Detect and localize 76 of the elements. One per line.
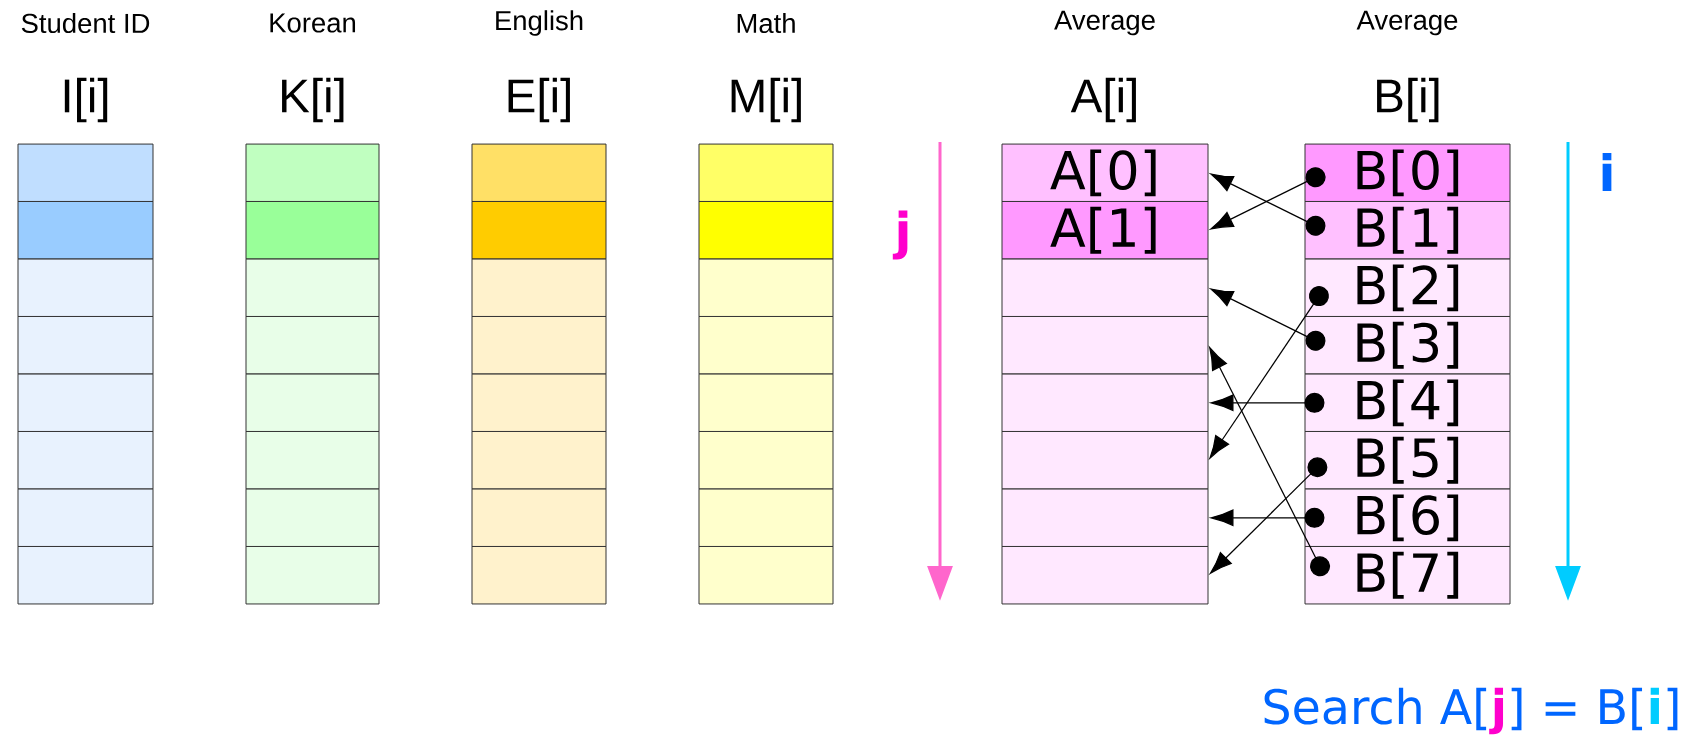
table-cell xyxy=(698,258,834,318)
table-cell: B[6] xyxy=(1304,488,1511,548)
column-symbol: I[i] xyxy=(64,77,108,123)
table-cell xyxy=(17,315,154,375)
table-cell xyxy=(17,200,154,260)
table-cell: A[1] xyxy=(1001,200,1209,260)
table-cell xyxy=(698,200,834,260)
table-cell xyxy=(245,258,380,318)
axis-label: j xyxy=(892,210,908,260)
arrow xyxy=(1210,167,1326,230)
column-symbol: B[i] xyxy=(1377,77,1439,123)
table-cell xyxy=(245,488,380,548)
table-cell xyxy=(17,373,154,433)
column-heading: Math xyxy=(737,12,795,34)
column-symbol: K[i] xyxy=(282,77,344,123)
table-cell: B[3] xyxy=(1304,315,1511,375)
table-cell: B[1] xyxy=(1304,200,1511,260)
table-cell xyxy=(17,545,154,605)
table-cell: B[7] xyxy=(1304,545,1511,605)
table-cell xyxy=(245,545,380,605)
table-cell xyxy=(1001,258,1209,318)
table-cell xyxy=(17,488,154,548)
column-heading: Average xyxy=(1356,10,1458,36)
arrow xyxy=(1210,507,1325,528)
table-cell xyxy=(1001,315,1209,375)
table-cell: B[2] xyxy=(1304,258,1511,318)
table-cell xyxy=(245,430,380,490)
arrow xyxy=(1209,347,1330,577)
table-cell xyxy=(698,315,834,375)
table-cell xyxy=(1001,545,1209,605)
arrow xyxy=(1210,173,1326,236)
table-cell xyxy=(1001,430,1209,490)
column-heading: English xyxy=(496,10,583,36)
arrow xyxy=(1209,286,1329,459)
column-heading: Average xyxy=(1054,10,1155,36)
table-cell xyxy=(17,143,154,203)
table-cell xyxy=(698,545,834,605)
table-cell: B[5] xyxy=(1304,430,1511,490)
formula-text: Search A[j ] = B[ i ] xyxy=(1264,687,1678,735)
table-cell: A[0] xyxy=(1001,143,1209,203)
table-cell xyxy=(471,373,607,433)
column-heading: Korean xyxy=(270,13,355,33)
label: j xyxy=(1489,687,1504,735)
table-cell: B[0] xyxy=(1304,143,1511,203)
table-cell xyxy=(1001,488,1209,548)
table-cell: B[4] xyxy=(1304,373,1511,433)
table-cell xyxy=(245,315,380,375)
table-cell xyxy=(471,143,607,203)
label: ] = B[ xyxy=(1511,687,1643,731)
table-cell xyxy=(245,373,380,433)
table-cell xyxy=(471,545,607,605)
table-cell xyxy=(471,430,607,490)
table-cell xyxy=(17,430,154,490)
column-heading: Student ID xyxy=(21,12,150,34)
table-cell xyxy=(698,143,834,203)
table-cell xyxy=(245,200,380,260)
column-symbol: M[i] xyxy=(731,77,801,123)
arrow xyxy=(1210,288,1326,351)
table-cell xyxy=(698,488,834,548)
table-cell xyxy=(245,143,380,203)
table-cell xyxy=(471,488,607,548)
table-cell xyxy=(17,258,154,318)
table-cell xyxy=(698,430,834,490)
label: i xyxy=(1650,687,1659,724)
column-symbol: E[i] xyxy=(508,77,570,123)
arrow xyxy=(1209,457,1328,574)
table-cell xyxy=(471,200,607,260)
table-cell xyxy=(1001,373,1209,433)
table-cell xyxy=(471,258,607,318)
axis-label: i xyxy=(1602,153,1612,191)
table-cell xyxy=(698,373,834,433)
arrow xyxy=(1210,392,1325,413)
label: Search A[ xyxy=(1264,687,1487,731)
table-cell xyxy=(471,315,607,375)
label: ] xyxy=(1667,687,1678,731)
column-symbol: A[i] xyxy=(1070,77,1136,123)
